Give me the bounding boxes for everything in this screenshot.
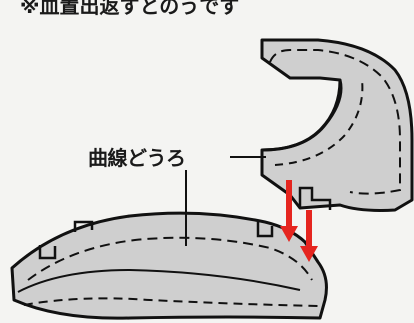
upper-curved-road-piece (260, 38, 414, 212)
lower-curved-road-piece (10, 211, 328, 320)
fit-arrows (280, 180, 318, 262)
label-leader-line (185, 156, 266, 246)
cropped-caption: ※血置出返すとのうです (20, 0, 240, 18)
curved-road-label: 曲線どうろ (88, 146, 186, 170)
